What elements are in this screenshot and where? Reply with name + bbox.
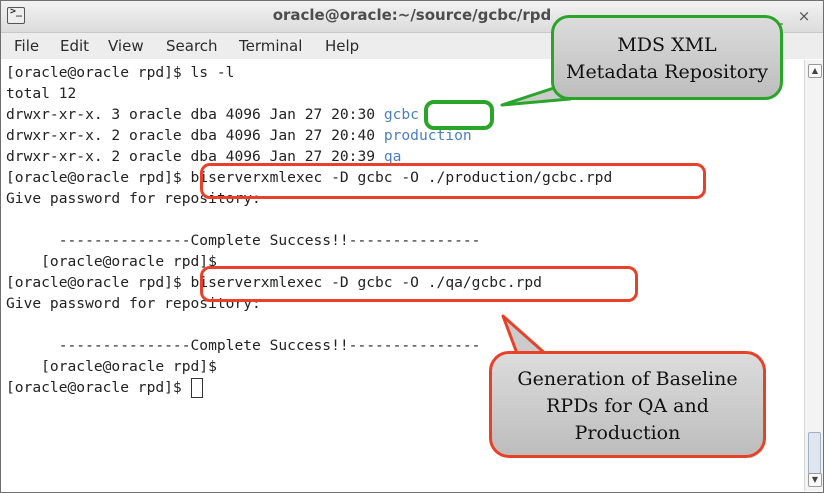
terminal-line: drwxr-xr-x. 2 oracle dba 4096 Jan 27 20:… [6,147,401,167]
highlight-production-command [200,163,706,199]
listing-text: drwxr-xr-x. 2 oracle dba 4096 Jan 27 20:… [6,148,384,165]
menu-terminal[interactable]: Terminal [239,37,303,55]
menu-file[interactable]: File [14,37,40,55]
baseline-callout-line: RPDs for QA and [546,395,709,417]
menu-edit[interactable]: Edit [60,37,90,55]
listing-text: drwxr-xr-x. 2 oracle dba 4096 Jan 27 20:… [6,127,384,144]
prompt-text: [oracle@oracle rpd]$ [6,169,191,186]
command-text: biserverxmlexec -D gcbc -O ./production/… [190,169,613,186]
dir-name-qa: qa [383,148,402,165]
dir-name-gcbc: gcbc [383,106,419,123]
prompt-text: [oracle@oracle rpd]$ [6,379,191,396]
mds-callout-line: Metadata Repository [565,61,769,83]
baseline-callout-line: Production [574,422,681,444]
terminal-line: total 12 [6,85,77,102]
baseline-callout-pointer [501,314,550,358]
title-bar[interactable]: >_ oracle@oracle:~/source/gcbc/rpd _ × [1,1,823,33]
listing-text: drwxr-xr-x. 3 oracle dba 4096 Jan 27 20:… [6,106,384,123]
terminal-line: [oracle@oracle rpd]$ [6,358,217,375]
highlight-qa-command [200,266,638,302]
scroll-down-icon[interactable]: ▼ [808,473,822,487]
terminal-icon[interactable]: >_ [7,6,25,24]
terminal-line: [oracle@oracle rpd]$ biserverxmlexec -D … [6,168,612,188]
baseline-callout: Generation of Baseline RPDs for QA and P… [489,351,766,458]
highlight-gcbc [424,100,494,130]
terminal-line: drwxr-xr-x. 2 oracle dba 4096 Jan 27 20:… [6,126,472,146]
menu-search[interactable]: Search [166,37,218,55]
text-cursor [190,378,203,398]
mds-callout-line: MDS XML [617,34,717,56]
dir-name-production: production [383,127,472,144]
menu-view[interactable]: View [108,37,144,55]
vertical-scrollbar[interactable]: ▲ ▼ [804,60,823,491]
terminal-line: [oracle@oracle rpd]$ [6,253,217,270]
command-text: biserverxmlexec -D gcbc -O ./qa/gcbc.rpd [190,274,542,291]
terminal-line: ---------------Complete Success!!-------… [6,337,481,354]
close-icon[interactable]: × [797,7,811,25]
menu-help[interactable]: Help [325,37,360,55]
mds-callout: MDS XML Metadata Repository [551,15,783,100]
terminal-line: Give password for repository: [6,295,261,312]
prompt-text: [oracle@oracle rpd]$ [6,274,191,291]
terminal-line: [oracle@oracle rpd]$ biserverxmlexec -D … [6,273,542,293]
window-title: oracle@oracle:~/source/gcbc/rpd [272,6,552,24]
baseline-callout-line: Generation of Baseline [517,368,738,390]
terminal-line: [oracle@oracle rpd]$ ls -l [6,64,235,81]
terminal-line: [oracle@oracle rpd]$ [6,378,203,398]
terminal-line: ---------------Complete Success!!-------… [6,232,481,249]
scroll-up-icon[interactable]: ▲ [808,64,822,78]
minimize-icon[interactable]: _ [775,7,783,25]
terminal-line: drwxr-xr-x. 3 oracle dba 4096 Jan 27 20:… [6,105,419,125]
